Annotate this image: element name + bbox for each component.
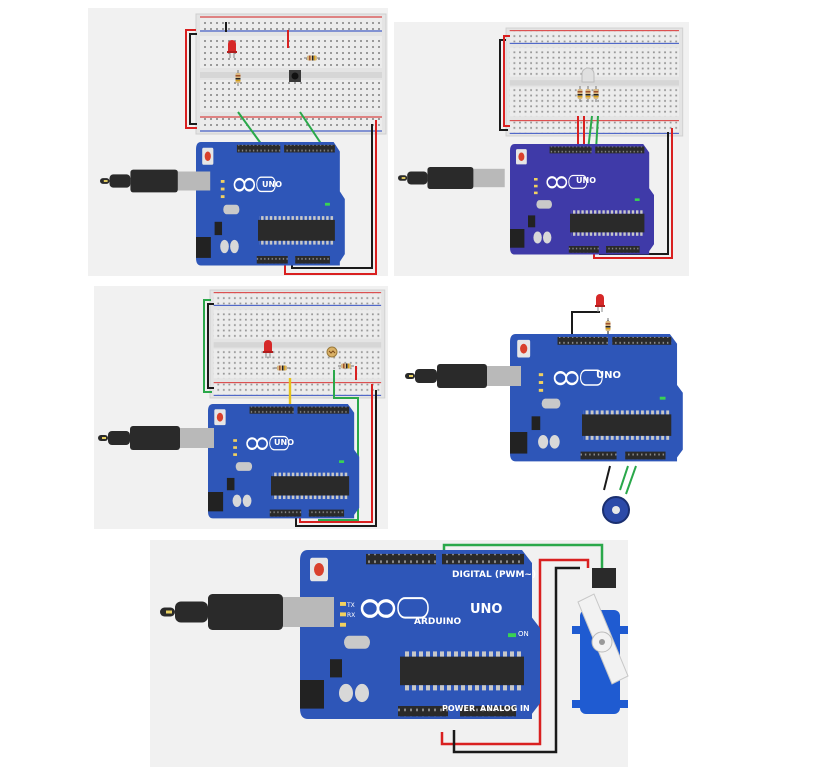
board-5-power-label: POWER [442, 704, 476, 713]
board-5-on-label: ON [518, 630, 529, 638]
arduino-uno-1 [194, 140, 346, 267]
board-5-brand-label: ARDUINO [414, 617, 462, 627]
resistor-4 [604, 317, 612, 335]
usb-cable-5 [160, 594, 334, 630]
board-5-model-label: UNO [470, 602, 503, 617]
arduino-uno-4 [508, 332, 685, 463]
usb-cable-3 [98, 426, 214, 450]
board-5-tx-label: TX [347, 602, 355, 609]
breadboard-3 [209, 289, 386, 399]
board-1-model-label: UNO [262, 180, 282, 189]
wires-1 [185, 22, 377, 275]
led-4 [594, 293, 606, 313]
wires-3 [203, 299, 377, 527]
push-button-1 [289, 70, 301, 82]
board-3-model-label: UNO [274, 438, 294, 447]
photoresistor-3 [326, 346, 338, 358]
board-2-model-label: UNO [576, 176, 596, 185]
usb-cable-4 [405, 364, 521, 388]
potentiometer-4 [602, 496, 630, 524]
board-5-digital-label: DIGITAL (PWM~) [452, 570, 537, 580]
servo-motor-5 [572, 568, 629, 714]
rgb-led-2 [581, 67, 595, 83]
usb-cable-1 [100, 169, 211, 193]
board-5-analog-label: ANALOG IN [480, 704, 530, 713]
arduino-uno-2 [508, 142, 656, 256]
board-4-model-label: UNO [596, 370, 621, 381]
board-5-rx-label: RX [347, 612, 356, 619]
usb-cable-2 [398, 166, 505, 190]
arduino-uno-3 [206, 402, 361, 520]
